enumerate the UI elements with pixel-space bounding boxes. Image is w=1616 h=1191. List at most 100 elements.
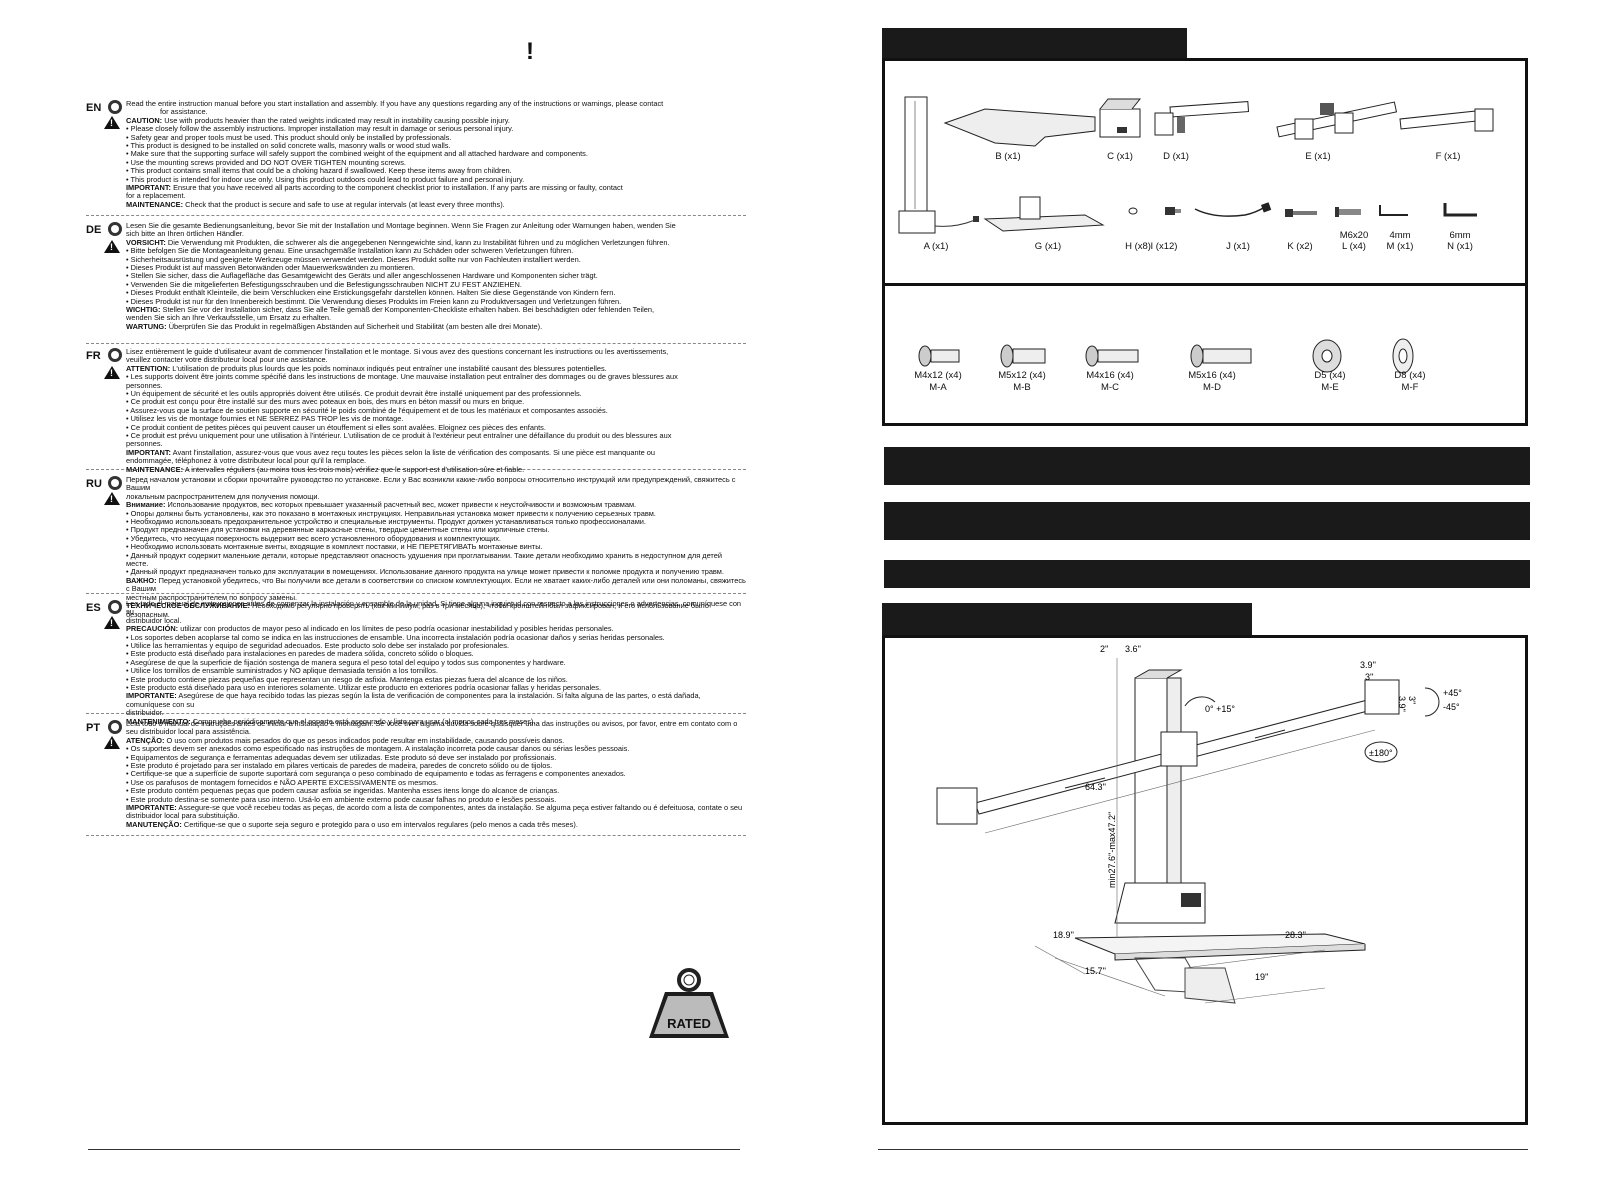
instruction-line: distribuidor. bbox=[126, 708, 164, 718]
instruction-line: VORSICHT: Die Verwendung mit Produkten, … bbox=[126, 237, 670, 247]
language-section-es: ESLea todo el manual de instrucciones an… bbox=[86, 599, 746, 726]
language-icon bbox=[108, 100, 122, 114]
part-l-bolt-icon bbox=[1335, 207, 1361, 217]
instruction-line: distribuidor local para substituição. bbox=[126, 811, 240, 821]
parts-header-bar bbox=[882, 28, 1187, 60]
instruction-line: personnes. bbox=[126, 380, 163, 390]
rotate-minus: -45° bbox=[1443, 702, 1460, 712]
part-size-label: 6mm bbox=[1449, 230, 1471, 241]
instruction-line: • Продукт предназначен для установки на … bbox=[126, 525, 550, 535]
part-label: B (x1) bbox=[995, 151, 1021, 162]
part-label: K (x2) bbox=[1287, 241, 1313, 252]
language-text: Lea todo el manual de instrucciones ante… bbox=[126, 599, 746, 726]
part-size-label: M6x20 bbox=[1339, 230, 1369, 241]
dim-base-depth: 18.9'' bbox=[1053, 930, 1074, 940]
language-code: PT bbox=[86, 722, 101, 734]
warning-triangle-icon bbox=[104, 616, 120, 629]
instruction-line: WICHTIG: Stellen Sie vor der Installatio… bbox=[126, 305, 655, 315]
screw-size-label: M5x16 (x4) bbox=[1188, 370, 1236, 381]
part-f-arm-icon bbox=[1399, 108, 1494, 132]
part-c-block-icon bbox=[1099, 98, 1142, 138]
instruction-line: • Ce produit contient de petites pièces … bbox=[126, 422, 546, 432]
instruction-line: • Опоры должны быть установлены, как это… bbox=[126, 508, 656, 518]
footer-rule bbox=[88, 1149, 740, 1150]
instruction-line: veuillez contacter votre distributeur lo… bbox=[126, 355, 328, 365]
instruction-line: • Utilisez les vis de montage fournies e… bbox=[126, 414, 404, 424]
parts-frame: A (x1)B (x1)C (x1)D (x1)E (x1)F (x1)G (x… bbox=[882, 58, 1528, 286]
part-g-base-icon bbox=[983, 196, 1105, 232]
instruction-line: • Un équipement de sécurité et les outil… bbox=[126, 389, 582, 399]
warning-mark: ! bbox=[526, 38, 534, 65]
part-d-arm-icon bbox=[1154, 101, 1250, 136]
part-m-hex-key-icon bbox=[1379, 205, 1408, 216]
part-h-washer-icon bbox=[1128, 207, 1138, 215]
instruction-line: • Utilice los tornillos de ensamble sumi… bbox=[126, 666, 438, 676]
part-b-platform-icon bbox=[943, 108, 1096, 147]
dim-3in-side: 3'' bbox=[1407, 696, 1417, 705]
dim-2in: 2'' bbox=[1100, 644, 1109, 654]
instruction-line: MANTENIMIENTO: Compruebe periódicamente … bbox=[126, 716, 536, 726]
instruction-line: • Este producto contiene piezas pequeñas… bbox=[126, 674, 568, 684]
language-icon bbox=[108, 600, 122, 614]
part-label: H (x8) bbox=[1125, 241, 1151, 252]
spacer-m-f-icon bbox=[1392, 338, 1414, 374]
language-section-pt: PT Leia todo o manual de instruções antes… bbox=[86, 719, 746, 836]
instruction-line: Leia todo o manual de instruções antes d… bbox=[126, 719, 738, 728]
instruction-line: MAINTENANCE: Check that the product is s… bbox=[126, 199, 505, 209]
screw-size-label: D8 (x4) bbox=[1394, 370, 1426, 381]
instruction-line: IMPORTANT: Ensure that you have received… bbox=[126, 183, 623, 193]
language-icon bbox=[108, 476, 122, 490]
left-vesa-plate-icon bbox=[936, 787, 978, 825]
dim-3-9in-top: 3.9'' bbox=[1360, 660, 1376, 670]
instruction-line: • Ce produit est conçu pour être install… bbox=[126, 397, 525, 407]
part-k-bolt-icon bbox=[1285, 209, 1317, 217]
instruction-line: CAUTION: Use with products heavier than … bbox=[126, 115, 510, 125]
column-icon bbox=[1134, 677, 1168, 909]
part-e-double-arm-icon bbox=[1276, 101, 1398, 140]
part-n-hex-key-icon bbox=[1443, 203, 1477, 217]
instruction-line: • Este produto é projetado para ser inst… bbox=[126, 761, 553, 771]
instruction-line: wenden Sie sich an Ihre Verkaufsstelle, … bbox=[126, 313, 331, 323]
dim-base-width: 28.3'' bbox=[1285, 930, 1306, 940]
instruction-line: • Please closely follow the assembly ins… bbox=[126, 124, 514, 134]
instruction-line: Внимание: Использование продуктов, вес к… bbox=[126, 500, 637, 510]
center-vesa-plate-icon bbox=[1160, 731, 1198, 767]
part-label: G (x1) bbox=[1034, 241, 1062, 252]
part-label: F (x1) bbox=[1435, 151, 1461, 162]
instruction-line: • Les supports doivent être joints comme… bbox=[126, 372, 678, 382]
screw-m-b-icon bbox=[1000, 344, 1046, 368]
right-vesa-plate-icon bbox=[1364, 679, 1400, 715]
language-section-ru: RUПеред началом установки и сборки прочи… bbox=[86, 475, 746, 618]
screw-code-label: M-E bbox=[1321, 382, 1339, 393]
instruction-line: • This product contains small items that… bbox=[126, 166, 512, 176]
instruction-line: • Equipamentos de segurança e ferramenta… bbox=[126, 752, 557, 762]
instruction-line: • Make sure that the supporting surface … bbox=[126, 149, 588, 159]
instruction-line: MAINTENANCE: A intervalles réguliers (au… bbox=[126, 464, 525, 474]
screw-code-label: M-D bbox=[1203, 382, 1221, 393]
language-section-en: ENRead the entire instruction manual bef… bbox=[86, 99, 746, 216]
instruction-line: • Dieses Produkt enthält Kleinteile, die… bbox=[126, 288, 616, 298]
part-label: D (x1) bbox=[1163, 151, 1189, 162]
instruction-line: • Use the mounting screws provided and D… bbox=[126, 157, 406, 167]
parts-drawing bbox=[898, 96, 1494, 234]
instruction-line: IMPORTANT: Avant l'installation, assurez… bbox=[126, 447, 656, 457]
instruction-line: • Bitte befolgen Sie die Montageanleitun… bbox=[126, 246, 574, 256]
instruction-line: • Stellen Sie sicher, dass die Auflagefl… bbox=[126, 271, 598, 281]
instruction-line: IMPORTANTE: Assegure-se que você recebeu… bbox=[126, 803, 743, 813]
instruction-line: • Os suportes devem ser anexados como es… bbox=[126, 744, 630, 754]
warning-triangle-icon bbox=[104, 116, 120, 129]
dim-height-range: min27.6''-max47.2'' bbox=[1107, 811, 1117, 888]
instruction-line: Lea todo el manual de instrucciones ante… bbox=[126, 599, 742, 617]
instruction-line: Lesen Sie die gesamte Bedienungsanleitun… bbox=[126, 221, 676, 230]
screw-m-d-icon bbox=[1190, 344, 1252, 368]
tilt-range: 0° +15° bbox=[1205, 704, 1235, 714]
instruction-line: • Sicherheitsausrüstung und geeignete We… bbox=[126, 254, 581, 264]
screw-size-label: D5 (x4) bbox=[1314, 370, 1346, 381]
instruction-line: for assistance. bbox=[160, 107, 208, 117]
instruction-line: • Verwenden Sie die mitgelieferten Befes… bbox=[126, 279, 522, 289]
instruction-line: MANUTENÇÃO: Certifique-se que o suporte … bbox=[126, 819, 578, 829]
instruction-line: • Данный продукт предназначен только для… bbox=[126, 567, 724, 577]
part-size-label: 4mm bbox=[1389, 230, 1411, 241]
note-bar-3 bbox=[884, 560, 1530, 588]
language-code: RU bbox=[86, 478, 102, 490]
